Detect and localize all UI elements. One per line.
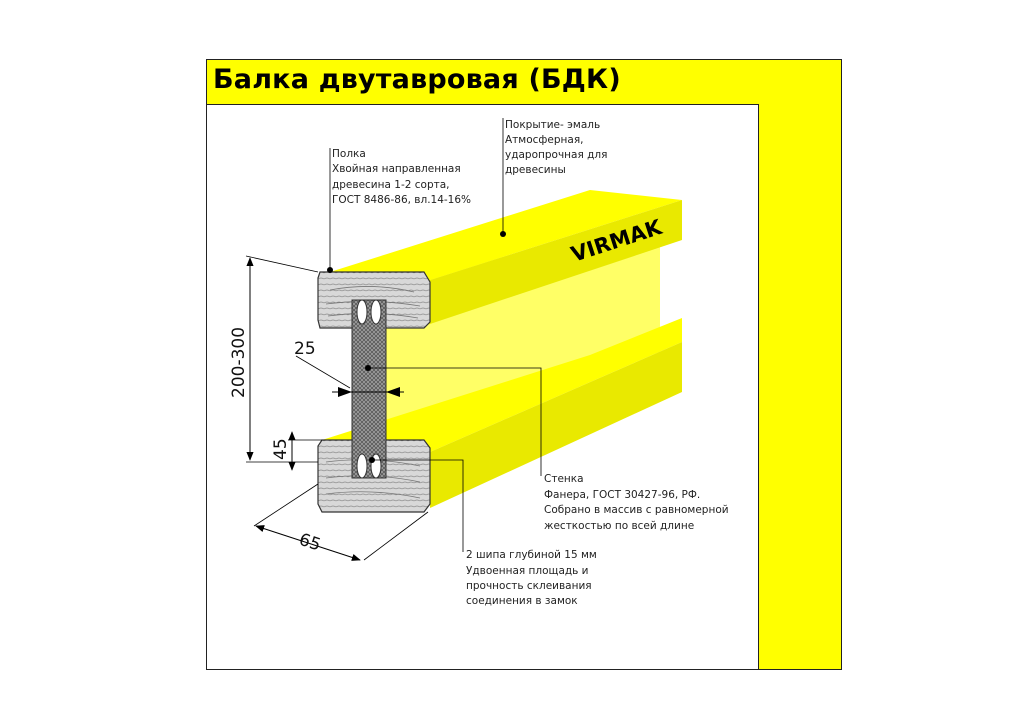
web-leader-dot <box>365 365 371 371</box>
spikes-callout-line: соединения в замок <box>466 595 578 607</box>
height-dim-label: 200-300 <box>229 327 249 398</box>
bottom-flange-top-face <box>322 318 682 452</box>
web-leader <box>368 367 542 476</box>
web-dim-arrow-right <box>386 387 400 397</box>
bottom-flange-side-face <box>430 342 682 508</box>
top-flange-top-face <box>330 190 682 282</box>
web-callout-line: Фанера, ГОСТ 30427-96, РФ. <box>544 489 700 501</box>
web-front-face <box>351 299 387 479</box>
flange-callout: Полка Хвойная направленная древесина 1-2… <box>332 148 471 206</box>
flange-width-dim-label: 65 <box>296 530 323 556</box>
web-dim-arrow-left <box>338 387 352 397</box>
coating-callout: Покрытие- эмаль Атмосферная, ударопрочна… <box>505 119 607 176</box>
spikes-callout: 2 шипа глубиной 15 мм Удвоенная площадь … <box>466 549 597 607</box>
coating-callout-line: Атмосферная, <box>505 134 583 146</box>
flange-height-dim-label: 45 <box>271 438 291 460</box>
flange-callout-line: Хвойная направленная <box>332 163 461 175</box>
flange-width-ext-right <box>363 511 429 561</box>
spikes-callout-line: Удвоенная площадь и <box>466 565 588 577</box>
top-flange-side-face <box>424 200 682 326</box>
flange-width-dim-line <box>255 525 361 561</box>
title-band <box>207 60 841 104</box>
flange-leader-dot <box>327 267 333 273</box>
flange-callout-line: древесина 1-2 сорта, <box>332 179 450 191</box>
spikes-callout-line: прочность склеивания <box>466 580 592 592</box>
spikes-callout-line: 2 шипа глубиной 15 мм <box>466 549 597 561</box>
coating-callout-line: ударопрочная для <box>505 149 607 161</box>
spikes-leader <box>372 459 464 552</box>
coating-callout-line: древесины <box>505 164 566 176</box>
coating-leader-dot <box>500 231 506 237</box>
side-band <box>758 60 841 669</box>
flange-width-ext-left <box>253 483 319 527</box>
title-divider <box>207 104 758 105</box>
side-divider <box>758 104 759 669</box>
top-spike-right <box>370 299 382 325</box>
page-title: Балка двутавровая (БДК) <box>213 64 621 95</box>
web-callout: Стенка Фанера, ГОСТ 30427-96, РФ. Собран… <box>544 473 729 532</box>
flange-callout-line: ГОСТ 8486-86, вл.14-16% <box>332 194 471 206</box>
spikes-leader-dot <box>369 457 375 463</box>
coating-callout-line: Покрытие- эмаль <box>505 119 600 131</box>
flange-callout-line: Полка <box>332 148 366 160</box>
web-callout-line: жесткостью по всей длине <box>544 520 694 532</box>
top-spike-left <box>356 299 368 325</box>
web-dim-label: 25 <box>294 339 316 359</box>
height-ext-top <box>245 255 319 273</box>
bottom-spike-left <box>356 453 368 479</box>
web-callout-line: Стенка <box>544 473 584 485</box>
web-dim-leader <box>295 355 351 389</box>
web-callout-line: Собрано в массив с равномерной <box>544 504 729 516</box>
